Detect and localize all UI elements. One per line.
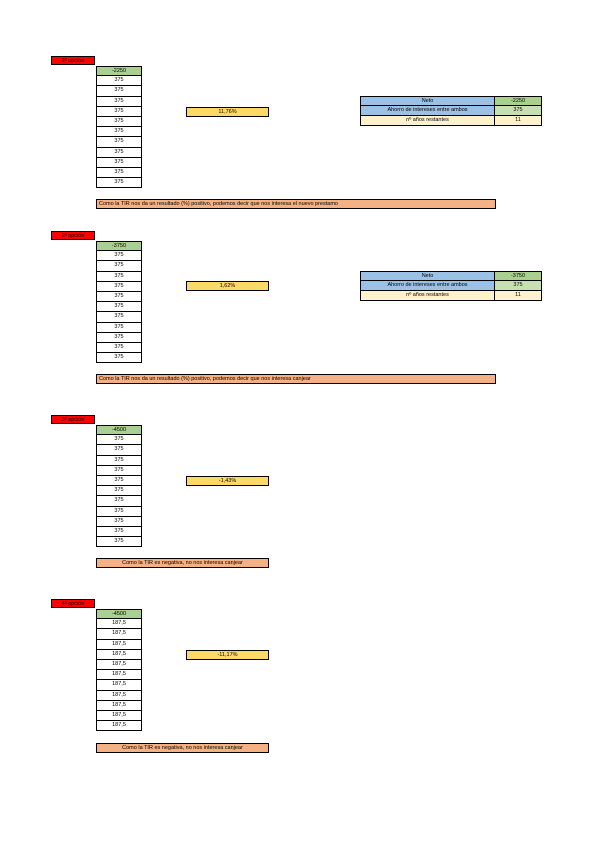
- anos-value[interactable]: 11: [494, 291, 542, 301]
- conclusion-note[interactable]: Como la TIR nos da un resultado (%) posi…: [96, 199, 496, 209]
- cashflow-cell[interactable]: 375: [96, 496, 142, 507]
- cashflow-cell[interactable]: 375: [96, 251, 142, 262]
- cashflow-column: -4500 375 375 375 375 375 375 375 375 37…: [96, 425, 142, 548]
- cashflow-cell[interactable]: 187,5: [96, 700, 142, 711]
- tir-result[interactable]: 1,62%: [186, 281, 269, 291]
- cashflow-cell[interactable]: 375: [96, 526, 142, 538]
- tir-result[interactable]: -11,17%: [186, 650, 269, 660]
- cashflow-cell[interactable]: 375: [96, 86, 142, 97]
- anos-label[interactable]: nº años restantes: [360, 116, 494, 126]
- cashflow-column: -4500 187,5 187,5 187,5 187,5 187,5 187,…: [96, 609, 142, 732]
- summary-table: Neto -2250 Ahorro de intereses entre amb…: [360, 96, 542, 126]
- ahorro-label[interactable]: Ahorro de intereses entre ambos: [360, 106, 494, 116]
- conclusion-note[interactable]: Como la TIR nos da un resultado (%) posi…: [96, 374, 496, 384]
- table-row: Ahorro de intereses entre ambos 375: [360, 281, 542, 291]
- cashflow-cell[interactable]: 375: [96, 302, 142, 313]
- cashflow-cell[interactable]: 375: [96, 116, 142, 128]
- table-row: Neto -3750: [360, 271, 542, 281]
- cashflow-cell[interactable]: 375: [96, 271, 142, 282]
- cashflow-cell[interactable]: 187,5: [96, 629, 142, 640]
- cashflow-cell[interactable]: 375: [96, 312, 142, 323]
- cashflow-cell[interactable]: 375: [96, 486, 142, 497]
- cashflow-cell[interactable]: 375: [96, 537, 142, 548]
- cashflow-cell[interactable]: 375: [96, 261, 142, 272]
- table-row: Neto -2250: [360, 96, 542, 106]
- table-row: nº años restantes 11: [360, 116, 542, 126]
- cashflow-cell[interactable]: -3750: [96, 241, 142, 252]
- anos-label[interactable]: nº años restantes: [360, 291, 494, 301]
- cashflow-cell[interactable]: 375: [96, 106, 142, 117]
- cashflow-cell[interactable]: 375: [96, 291, 142, 303]
- cashflow-cell[interactable]: 187,5: [96, 680, 142, 691]
- neto-value[interactable]: -2250: [494, 96, 542, 106]
- cashflow-cell[interactable]: 375: [96, 96, 142, 107]
- ahorro-label[interactable]: Ahorro de intereses entre ambos: [360, 281, 494, 291]
- cashflow-cell[interactable]: 375: [96, 157, 142, 168]
- option-label: 2ª opción: [51, 231, 95, 240]
- cashflow-cell[interactable]: 375: [96, 322, 142, 333]
- cashflow-cell[interactable]: -4500: [96, 609, 142, 620]
- cashflow-cell[interactable]: 375: [96, 178, 142, 189]
- cashflow-cell[interactable]: 375: [96, 127, 142, 138]
- anos-value[interactable]: 11: [494, 116, 542, 126]
- cashflow-cell[interactable]: -4500: [96, 425, 142, 436]
- option-label: 1ª opción: [51, 56, 95, 65]
- cashflow-cell[interactable]: 187,5: [96, 690, 142, 701]
- cashflow-cell[interactable]: 375: [96, 506, 142, 517]
- option-label: 4ª opción: [51, 599, 95, 608]
- option-label: 3ª opción: [51, 415, 95, 424]
- summary-table: Neto -3750 Ahorro de intereses entre amb…: [360, 271, 542, 301]
- cashflow-cell[interactable]: 187,5: [96, 670, 142, 681]
- cashflow-column: -2250 375 375 375 375 375 375 375 375 37…: [96, 66, 142, 189]
- conclusion-note[interactable]: Como la TIR es negativa, no nos interesa…: [96, 743, 269, 753]
- neto-label[interactable]: Neto: [360, 96, 494, 106]
- cashflow-cell[interactable]: 375: [96, 342, 142, 354]
- tir-result[interactable]: 11,76%: [186, 107, 269, 117]
- cashflow-cell[interactable]: 375: [96, 167, 142, 179]
- cashflow-cell[interactable]: 375: [96, 137, 142, 148]
- table-row: Ahorro de intereses entre ambos 375: [360, 106, 542, 116]
- cashflow-cell[interactable]: 375: [96, 465, 142, 476]
- conclusion-note[interactable]: Como la TIR es negativa, no nos interesa…: [96, 558, 269, 568]
- cashflow-cell[interactable]: 375: [96, 475, 142, 487]
- cashflow-cell[interactable]: 375: [96, 76, 142, 87]
- cashflow-cell[interactable]: 187,5: [96, 639, 142, 650]
- ahorro-value[interactable]: 375: [494, 281, 542, 291]
- cashflow-column: -3750 375 375 375 375 375 375 375 375 37…: [96, 241, 142, 364]
- cashflow-cell[interactable]: 375: [96, 332, 142, 343]
- cashflow-cell[interactable]: -2250: [96, 66, 142, 77]
- cashflow-cell[interactable]: 187,5: [96, 619, 142, 630]
- table-row: nº años restantes 11: [360, 291, 542, 301]
- cashflow-cell[interactable]: 187,5: [96, 710, 142, 722]
- neto-value[interactable]: -3750: [494, 271, 542, 281]
- cashflow-cell[interactable]: 375: [96, 281, 142, 292]
- cashflow-cell[interactable]: 187,5: [96, 649, 142, 660]
- neto-label[interactable]: Neto: [360, 271, 494, 281]
- cashflow-cell[interactable]: 375: [96, 147, 142, 158]
- cashflow-cell[interactable]: 375: [96, 455, 142, 466]
- cashflow-cell[interactable]: 375: [96, 445, 142, 456]
- tir-result[interactable]: -1,43%: [186, 476, 269, 486]
- cashflow-cell[interactable]: 375: [96, 435, 142, 446]
- cashflow-cell[interactable]: 187,5: [96, 721, 142, 732]
- cashflow-cell[interactable]: 375: [96, 516, 142, 527]
- ahorro-value[interactable]: 375: [494, 106, 542, 116]
- cashflow-cell[interactable]: 187,5: [96, 659, 142, 671]
- cashflow-cell[interactable]: 375: [96, 353, 142, 364]
